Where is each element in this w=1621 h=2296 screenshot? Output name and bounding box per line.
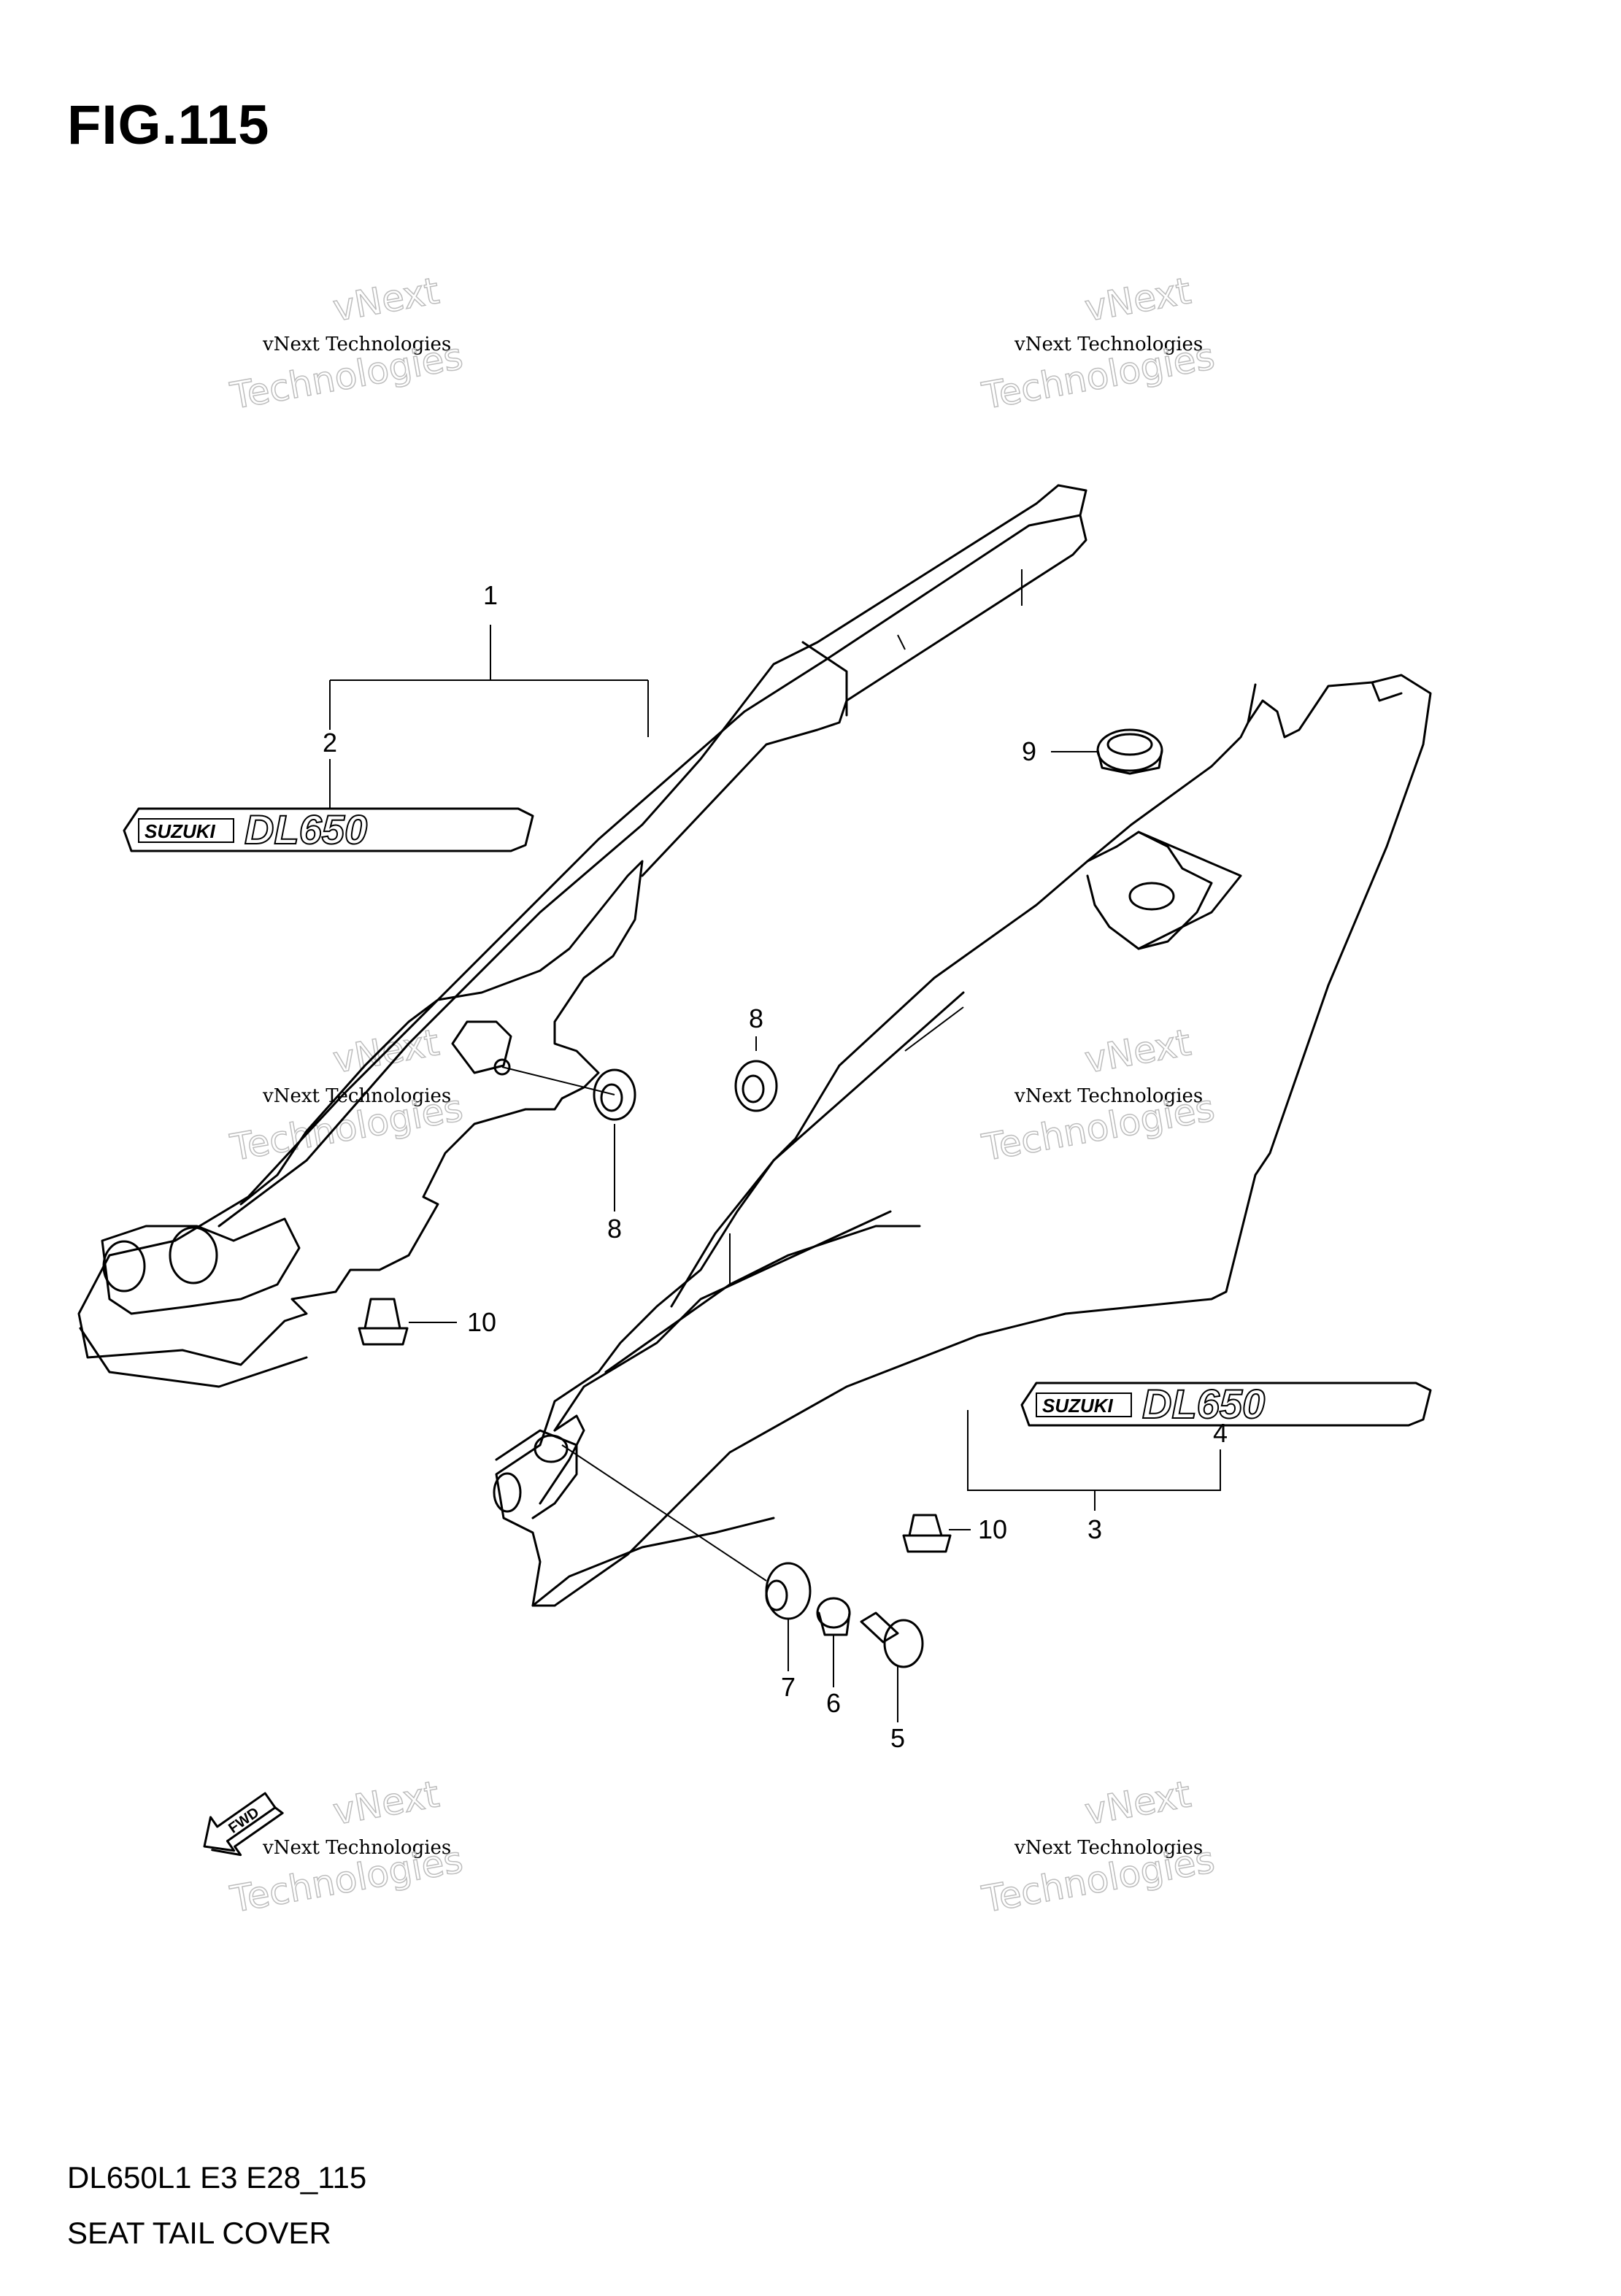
callout-5: 5 xyxy=(890,1723,905,1753)
watermark: vNext vNext Technologies Technologies xyxy=(226,269,466,418)
decal-left: SUZUKI DL650 xyxy=(123,806,534,853)
callout-4: 4 xyxy=(1213,1418,1228,1448)
left-tail-cover xyxy=(77,484,1087,1388)
watermark-text: vNext Technologies xyxy=(1014,1837,1203,1859)
callout-8-left: 8 xyxy=(607,1214,622,1244)
callout-7: 7 xyxy=(781,1672,796,1702)
watermark-text: vNext xyxy=(1082,1021,1194,1081)
decal-right: SUZUKI DL650 xyxy=(1020,1380,1432,1428)
callout-labels: 1 2 3 4 5 6 7 8 8 9 10 10 xyxy=(323,580,1228,1753)
watermark: vNext vNext Technologies Technologies xyxy=(978,1773,1218,1922)
diagram-title: SEAT TAIL COVER xyxy=(67,2216,331,2250)
watermark-text: vNext Technologies xyxy=(262,334,451,355)
grommet-8-left xyxy=(593,1068,636,1121)
watermark-text: vNext Technologies xyxy=(262,1837,451,1859)
cushion-part xyxy=(451,1020,512,1076)
callout-9: 9 xyxy=(1022,736,1036,766)
grommet-7 xyxy=(765,1562,812,1620)
watermark-text: vNext Technologies xyxy=(1014,334,1203,355)
callout-6: 6 xyxy=(826,1688,841,1718)
leader-lines xyxy=(329,625,1221,1722)
watermark-text: vNext xyxy=(330,269,442,329)
diagram-code: DL650L1 E3 E28_115 xyxy=(67,2160,367,2195)
watermark-text: vNext xyxy=(330,1773,442,1833)
callout-10-left: 10 xyxy=(467,1307,496,1337)
watermark: vNext vNext Technologies Technologies xyxy=(978,269,1218,418)
right-tail-cover xyxy=(493,674,1432,1607)
collar-6 xyxy=(816,1597,851,1636)
callout-10-right: 10 xyxy=(978,1514,1007,1544)
callout-1: 1 xyxy=(483,580,498,610)
watermark-text: vNext xyxy=(1082,269,1194,329)
bolt-5 xyxy=(860,1611,924,1668)
grommet-8-middle xyxy=(734,1060,778,1112)
callout-2: 2 xyxy=(323,728,337,758)
decal-brand-text: SUZUKI xyxy=(145,820,216,842)
decal-model-text: DL650 xyxy=(1142,1381,1265,1427)
decal-brand-text: SUZUKI xyxy=(1042,1395,1114,1417)
clip-10-right xyxy=(902,1514,952,1553)
watermark: vNext vNext Technologies Technologies xyxy=(226,1021,466,1170)
callout-8-middle: 8 xyxy=(749,1003,763,1033)
figure-title: FIG.115 xyxy=(67,94,270,156)
grommet-9 xyxy=(1096,728,1163,775)
clip-10-left xyxy=(358,1298,409,1346)
decal-model-text: DL650 xyxy=(245,806,367,852)
fwd-arrow: FWD xyxy=(203,1792,284,1857)
callout-3: 3 xyxy=(1087,1514,1102,1544)
watermark-text: vNext Technologies xyxy=(1014,1085,1203,1107)
watermark: vNext vNext Technologies Technologies xyxy=(978,1021,1218,1170)
watermark-text: vNext xyxy=(1082,1773,1194,1833)
